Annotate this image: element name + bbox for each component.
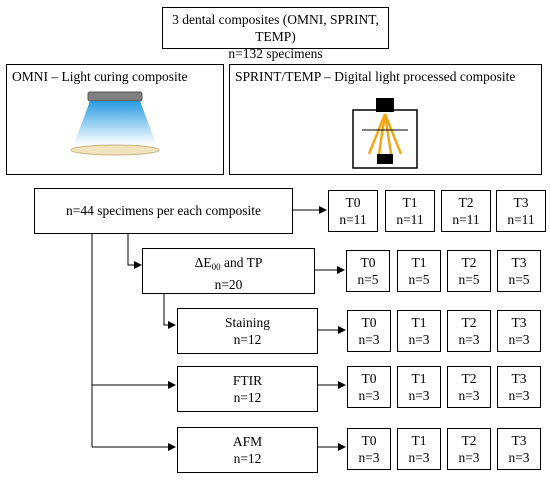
afm-box: AFM n=12 [177, 427, 318, 473]
timepoint-count: n=3 [508, 332, 530, 347]
delta-e-title: ΔE00 and TP [194, 255, 263, 272]
timepoint-label: T2 [461, 433, 477, 448]
timepoint-count: n=3 [508, 450, 530, 465]
arrow-to-delta-e [127, 233, 142, 269]
timepoint-count: n=3 [408, 332, 430, 347]
staining-box: Staining n=12 [177, 308, 318, 354]
timepoint-count: n=3 [408, 388, 430, 403]
timepoint-count: n=11 [339, 212, 367, 227]
arrow-to-staining [163, 293, 176, 329]
staining-title: Staining [224, 315, 270, 330]
ftir-count: n=12 [233, 390, 262, 405]
timepoint-label: T1 [411, 255, 427, 270]
light-curing-illustration [70, 91, 160, 156]
omni-label: OMNI – Light curing composite [12, 69, 188, 84]
timepoint-box: T2 n=11 [441, 190, 491, 232]
timepoint-count: n=11 [452, 212, 480, 227]
ftir-title: FTIR [232, 373, 263, 388]
timepoint-count: n=3 [358, 450, 380, 465]
timepoint-box: T3 n=11 [496, 190, 546, 232]
timepoint-count: n=3 [458, 388, 480, 403]
delta-e-box: ΔE00 and TP n=20 [142, 248, 315, 294]
timepoint-count: n=3 [358, 332, 380, 347]
timepoint-label: T0 [361, 433, 377, 448]
timepoint-label: T0 [361, 315, 377, 330]
timepoint-count: n=5 [357, 272, 379, 287]
build-platform-icon [377, 154, 393, 164]
composites-label: 3 dental composites (OMNI, SPRINT, TEMP) [172, 12, 379, 44]
timepoint-label: T2 [461, 255, 477, 270]
timepoint-label: T1 [411, 433, 427, 448]
timepoint-count: n=3 [358, 388, 380, 403]
ftir-box: FTIR n=12 [177, 366, 318, 412]
timepoint-label: T3 [513, 195, 529, 210]
timepoint-label: T3 [511, 255, 527, 270]
curing-lamp-icon [87, 91, 143, 102]
timepoint-label: T0 [345, 195, 361, 210]
total-count: n=132 specimens [228, 46, 323, 61]
timepoint-label: T0 [361, 371, 377, 386]
timepoint-box: T0 n=11 [328, 190, 378, 232]
timepoint-count: n=3 [458, 450, 480, 465]
timepoint-count: n=11 [507, 212, 535, 227]
timepoint-count: n=5 [408, 272, 430, 287]
afm-title: AFM [232, 434, 263, 449]
timepoint-count: n=5 [458, 272, 480, 287]
dlp-printer-illustration [352, 98, 418, 169]
specimen-dish-icon [70, 144, 160, 156]
light-rays-icon [367, 113, 403, 155]
timepoint-label: T2 [461, 315, 477, 330]
timepoint-label: T2 [458, 195, 474, 210]
timepoint-label: T3 [511, 433, 527, 448]
timepoint-count: n=3 [458, 332, 480, 347]
projector-icon [376, 98, 394, 112]
timepoint-count: n=3 [508, 388, 530, 403]
timepoint-box: T1 n=11 [385, 190, 435, 232]
timepoint-label: T2 [461, 371, 477, 386]
total-specimens-box: 3 dental composites (OMNI, SPRINT, TEMP)… [162, 7, 389, 61]
timepoint-label: T1 [402, 195, 418, 210]
staining-count: n=12 [233, 332, 262, 347]
per-composite-box: n=44 specimens per each composite [34, 188, 293, 234]
timepoint-label: T1 [411, 315, 427, 330]
timepoint-label: T0 [360, 255, 376, 270]
afm-count: n=12 [233, 451, 262, 466]
timepoint-count: n=11 [396, 212, 424, 227]
per-composite-label: n=44 specimens per each composite [65, 203, 262, 218]
timepoint-count: n=3 [408, 450, 430, 465]
dlp-label: SPRINT/TEMP – Digital light processed co… [235, 69, 516, 84]
timepoint-label: T3 [511, 371, 527, 386]
delta-e-count: n=20 [214, 277, 243, 292]
light-beam-icon [74, 101, 156, 144]
timepoint-label: T3 [511, 315, 527, 330]
timepoint-count: n=5 [508, 272, 530, 287]
timepoint-label: T1 [411, 371, 427, 386]
